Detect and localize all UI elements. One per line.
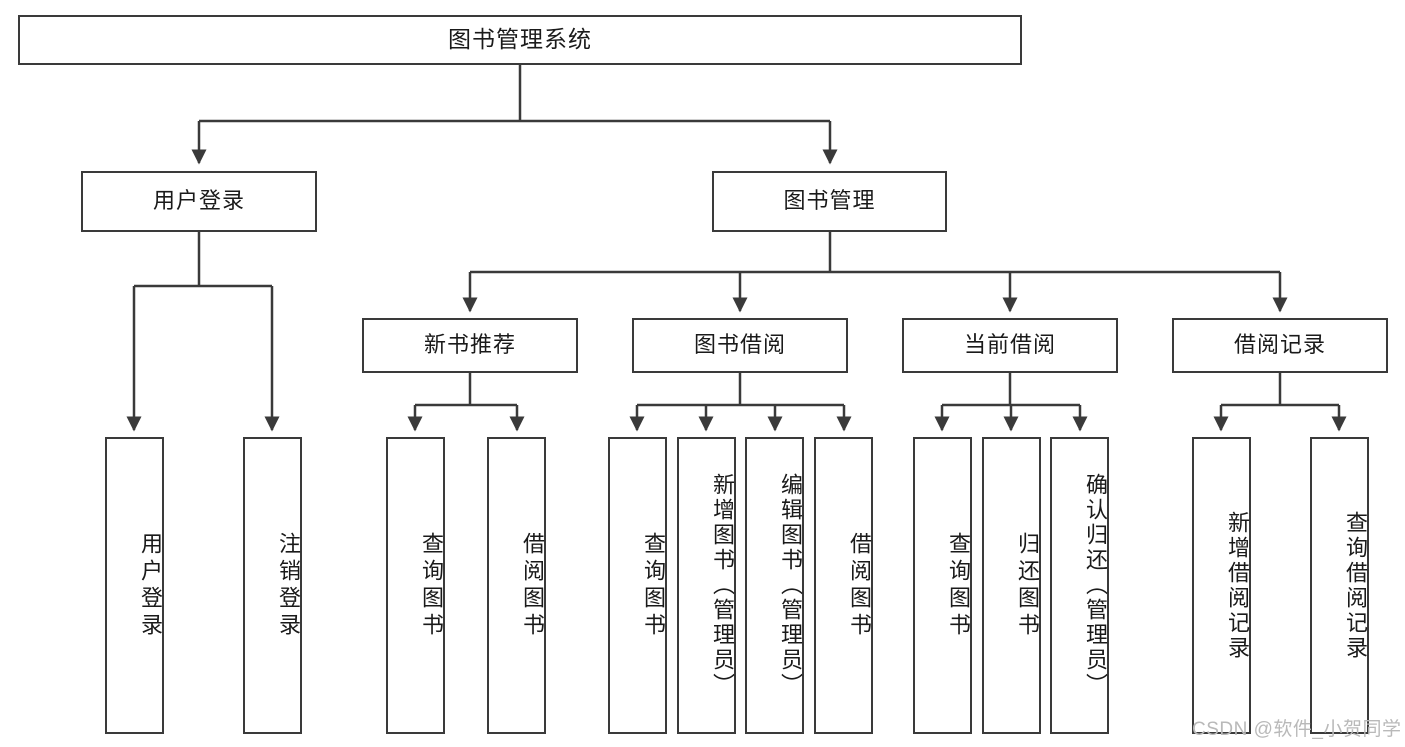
leaf-borrow-book[interactable]: 借阅图书 (814, 437, 873, 734)
leaf-query-borrow-record[interactable]: 查询借阅记录 (1310, 437, 1369, 734)
node-user-login[interactable]: 用户登录 (81, 171, 317, 232)
node-current-borrow[interactable]: 当前借阅 (902, 318, 1118, 373)
leaf-logout[interactable]: 注销登录 (243, 437, 302, 734)
leaf-add-borrow-record[interactable]: 新增借阅记录 (1192, 437, 1251, 734)
leaf-query-book-borrow[interactable]: 查询图书 (608, 437, 667, 734)
leaf-query-book-recommend[interactable]: 查询图书 (386, 437, 445, 734)
node-book-borrow[interactable]: 图书借阅 (632, 318, 848, 373)
node-new-book-recommend[interactable]: 新书推荐 (362, 318, 578, 373)
leaf-add-book-admin[interactable]: 新增图书（管理员） (677, 437, 736, 734)
leaf-user-login[interactable]: 用户登录 (105, 437, 164, 734)
node-borrow-record[interactable]: 借阅记录 (1172, 318, 1388, 373)
leaf-query-book-current[interactable]: 查询图书 (913, 437, 972, 734)
leaf-edit-book-admin[interactable]: 编辑图书（管理员） (745, 437, 804, 734)
csdn-watermark: CSDN @软件_小贺同学 (1192, 719, 1402, 740)
leaf-return-book[interactable]: 归还图书 (982, 437, 1041, 734)
node-root[interactable]: 图书管理系统 (18, 15, 1022, 65)
leaf-confirm-return-admin[interactable]: 确认归还（管理员） (1050, 437, 1109, 734)
leaf-borrow-book-recommend[interactable]: 借阅图书 (487, 437, 546, 734)
node-book-management[interactable]: 图书管理 (712, 171, 947, 232)
